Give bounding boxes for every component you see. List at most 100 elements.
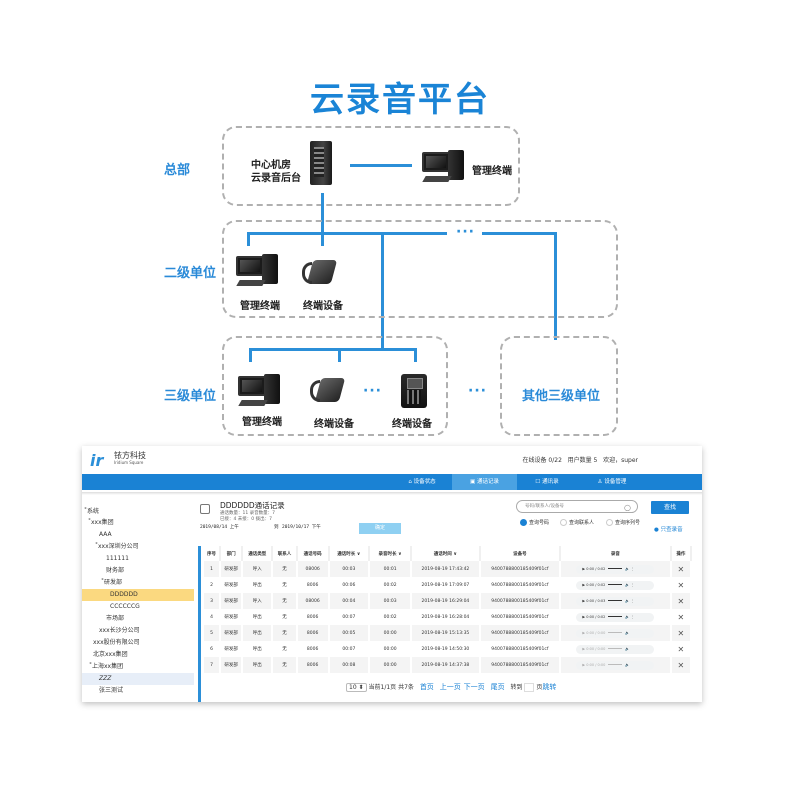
- table-row: 2 研发部 呼出 无 8006 00:06 00:02 2019-08-19 1…: [204, 577, 693, 593]
- col-rec-duration[interactable]: 录音时长 ∨: [368, 546, 413, 561]
- cell-type: 呼入: [242, 561, 274, 577]
- delete-icon[interactable]: ✕: [677, 660, 685, 670]
- delete-icon[interactable]: ✕: [677, 564, 685, 574]
- col-no: 序号: [204, 546, 222, 561]
- level2-bus-line: [247, 232, 447, 235]
- tree-item[interactable]: xxx长沙分公司: [99, 627, 140, 634]
- level3-trunk: [381, 232, 384, 348]
- audio-player[interactable]: ▶ 0:00 / 0:02🔈 ⋮: [576, 612, 655, 622]
- tree-item[interactable]: 111111: [106, 555, 129, 562]
- audio-player[interactable]: ▶ 0:00 / 0:02🔈 ⋮: [576, 564, 655, 574]
- cell-duration: 00:03: [328, 561, 370, 577]
- search-input[interactable]: 号码/联系人/设备号 ○: [516, 500, 638, 513]
- online-devices: 在线设备 0/22: [522, 457, 562, 464]
- cell-type: 呼出: [242, 577, 274, 593]
- nav-contacts[interactable]: ☐ 通讯录: [517, 474, 577, 490]
- tree-item[interactable]: 北京xxx集团: [93, 651, 128, 658]
- col-duration[interactable]: 通话时长 ∨: [328, 546, 370, 561]
- next-page-link[interactable]: 下一页: [463, 683, 485, 691]
- confirm-date-button[interactable]: 确定: [359, 523, 401, 534]
- cell-number: 0800б: [296, 561, 330, 577]
- date-from-input[interactable]: 2019/08/14 上午: [200, 525, 239, 530]
- col-time[interactable]: 通话时间 ∨: [411, 546, 481, 561]
- pc-icon: [236, 254, 280, 288]
- cell-duration: 00:08: [328, 657, 370, 673]
- delete-icon[interactable]: ✕: [677, 596, 685, 606]
- records-table-wrapper: 序号 部门 通话类型 联系人 通话号码 通话时长 ∨ 录音时长 ∨ 通话时间 ∨…: [198, 546, 693, 702]
- table-row: 3 研发部 呼入 无 08006 00:04 00:03 2019-08-19 …: [204, 593, 693, 609]
- center-room-label: 中心机房: [251, 160, 291, 171]
- audio-player[interactable]: ▶ 0:00 / 0:03🔈 ⋮: [576, 596, 655, 606]
- radio-query-serial[interactable]: 查询序列号: [606, 519, 640, 526]
- radio-dot: [606, 519, 613, 526]
- tree-item[interactable]: CCCCCCG: [110, 603, 140, 610]
- cell-rec-duration: 00:00: [368, 641, 413, 657]
- cell-device: 9400788800185409f01cf: [479, 609, 562, 625]
- date-to-input[interactable]: 2019/10/17 下午: [282, 525, 321, 530]
- trunk-line: [321, 193, 324, 243]
- first-page-link[interactable]: 首页: [419, 683, 434, 691]
- delete-icon[interactable]: ✕: [677, 580, 685, 590]
- cell-duration: 00:06: [328, 577, 370, 593]
- call-record-icon: ▣: [470, 479, 476, 485]
- between-units-more: ···: [468, 383, 487, 399]
- audio-player[interactable]: ▶ 0:00 / 0:02🔈 ⋮: [576, 580, 655, 590]
- date-to-label: 到: [274, 525, 279, 530]
- search-button[interactable]: 查找: [651, 501, 689, 514]
- cell-contact: 无: [272, 561, 298, 577]
- prev-page-link[interactable]: 上一页: [439, 683, 461, 691]
- page-size-select[interactable]: 10 ⬍: [346, 683, 367, 692]
- cell-device: 9400788800185409f01cf: [479, 657, 562, 673]
- radio-query-number[interactable]: 查询号码: [520, 519, 549, 526]
- level3-mgmt-label: 管理终端: [242, 417, 282, 428]
- last-page-link[interactable]: 尾页: [490, 683, 505, 691]
- nav-call-records[interactable]: ▣ 通话记录: [452, 474, 517, 490]
- table-row: 7 研发部 呼出 无 8006 00:08 00:00 2019-08-19 1…: [204, 657, 693, 673]
- radio-query-contact[interactable]: 查询联系人: [560, 519, 594, 526]
- level3-device2-label: 终端设备: [392, 419, 432, 430]
- tree-item[interactable]: ˚系统: [84, 508, 100, 515]
- cell-time: 2019-08-19 17:09:07: [411, 577, 481, 593]
- welcome-user[interactable]: 欢迎，super: [603, 457, 638, 464]
- cell-no: 4: [204, 609, 222, 625]
- pagination: 10 ⬍ 当前1/1页 共7条 首页 上一页 下一页 尾页 转到 页跳转: [346, 682, 556, 692]
- tree-item-hover[interactable]: ZZZ: [82, 673, 194, 685]
- cell-rec-duration: 00:02: [368, 577, 413, 593]
- tree-item[interactable]: xxx股份有限公司: [93, 639, 140, 646]
- delete-icon[interactable]: ✕: [677, 628, 685, 638]
- delete-icon[interactable]: ✕: [677, 644, 685, 654]
- cell-recording: ▶ 0:00 / 0:00🔈: [560, 625, 672, 641]
- nav-label: 通讯录: [542, 479, 559, 485]
- tree-item[interactable]: 财务部: [106, 567, 125, 574]
- nav-device-manage[interactable]: ♙ 设备管理: [577, 474, 647, 490]
- cell-time: 2019-08-19 16:29:04: [411, 593, 481, 609]
- cell-rec-duration: 00:02: [368, 609, 413, 625]
- cell-recording: ▶ 0:00 / 0:02🔈 ⋮: [560, 577, 672, 593]
- tree-item-selected[interactable]: DDDDDD: [82, 589, 194, 601]
- delete-icon[interactable]: ✕: [677, 612, 685, 622]
- tree-item[interactable]: 市场部: [106, 615, 125, 622]
- cell-time: 2019-08-19 14:37:38: [411, 657, 481, 673]
- jump-button[interactable]: 跳转: [542, 683, 557, 691]
- nav-device-status[interactable]: ⌂ 设备状态: [392, 474, 452, 490]
- app-screenshot: ir 铱方科技 Iridium Square 在线设备 0/22 用户数量 5 …: [82, 446, 702, 702]
- level2-label: 二级单位: [164, 266, 217, 281]
- goto-page-input[interactable]: [524, 683, 535, 692]
- record-title: DDDDDD通话记录: [220, 501, 285, 510]
- col-number: 通话号码: [296, 546, 330, 561]
- table-row: 6 研发部 呼出 无 8006 00:07 00:00 2019-08-19 1…: [204, 641, 693, 657]
- other-unit-trunk: [554, 232, 557, 340]
- cell-contact: 无: [272, 609, 298, 625]
- cell-no: 6: [204, 641, 222, 657]
- tree-item[interactable]: ˚xxx集团: [88, 519, 114, 526]
- cell-device: 9400788800185409f01cf: [479, 561, 562, 577]
- cell-number: 8006: [296, 609, 330, 625]
- tree-item[interactable]: ˚上海xx集团: [89, 663, 124, 670]
- cell-contact: 无: [272, 657, 298, 673]
- tree-item[interactable]: AAA: [99, 531, 112, 538]
- tree-item[interactable]: ˚xxx深圳分公司: [95, 543, 139, 550]
- tree-item[interactable]: 张三测试: [99, 687, 124, 694]
- tree-item[interactable]: ˚研发部: [101, 579, 123, 586]
- cell-dept: 研发部: [220, 625, 244, 641]
- only-recordings-toggle[interactable]: ● 只查录音: [654, 527, 683, 533]
